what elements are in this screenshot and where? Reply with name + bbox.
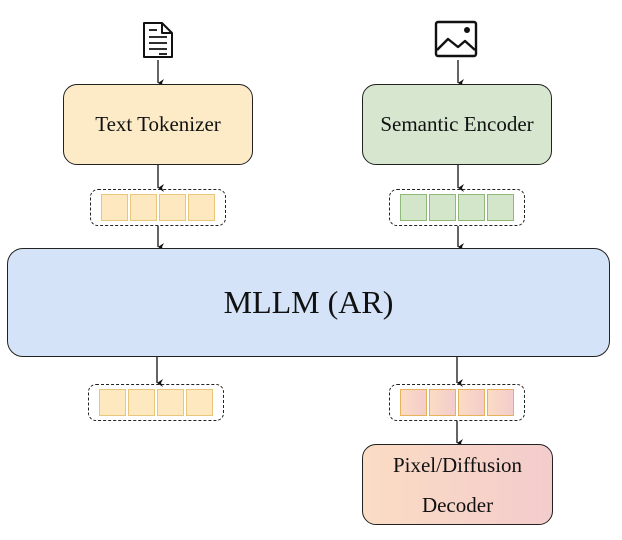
image-icon bbox=[434, 20, 478, 58]
semantic-token bbox=[400, 194, 427, 221]
image-output-tokens bbox=[389, 384, 525, 421]
pixel-token bbox=[400, 389, 427, 416]
mllm-box: MLLM (AR) bbox=[7, 248, 610, 357]
text-token bbox=[130, 194, 157, 221]
text-token bbox=[188, 194, 215, 221]
semantic-token bbox=[458, 194, 485, 221]
pixel-token bbox=[458, 389, 485, 416]
semantic-encoder-label: Semantic Encoder bbox=[380, 111, 534, 136]
decoder-box: Pixel/Diffusion Decoder bbox=[362, 444, 553, 525]
text-token bbox=[159, 194, 186, 221]
text-token bbox=[186, 389, 213, 416]
semantic-encoder-box: Semantic Encoder bbox=[362, 84, 552, 165]
semantic-token bbox=[487, 194, 514, 221]
semantic-token bbox=[429, 194, 456, 221]
text-tokenizer-label: Text Tokenizer bbox=[95, 111, 221, 136]
text-token bbox=[128, 389, 155, 416]
image-input-tokens bbox=[389, 189, 525, 226]
document-icon bbox=[143, 22, 173, 58]
text-token bbox=[157, 389, 184, 416]
pixel-token bbox=[429, 389, 456, 416]
text-token bbox=[99, 389, 126, 416]
decoder-label-line1: Pixel/Diffusion bbox=[392, 452, 523, 477]
text-tokenizer-box: Text Tokenizer bbox=[63, 84, 253, 165]
decoder-label-line2: Decoder bbox=[421, 492, 494, 517]
text-token bbox=[101, 194, 128, 221]
text-input-tokens bbox=[90, 189, 226, 226]
mllm-label: MLLM (AR) bbox=[223, 284, 394, 320]
pixel-token bbox=[487, 389, 514, 416]
text-output-tokens bbox=[88, 384, 224, 421]
